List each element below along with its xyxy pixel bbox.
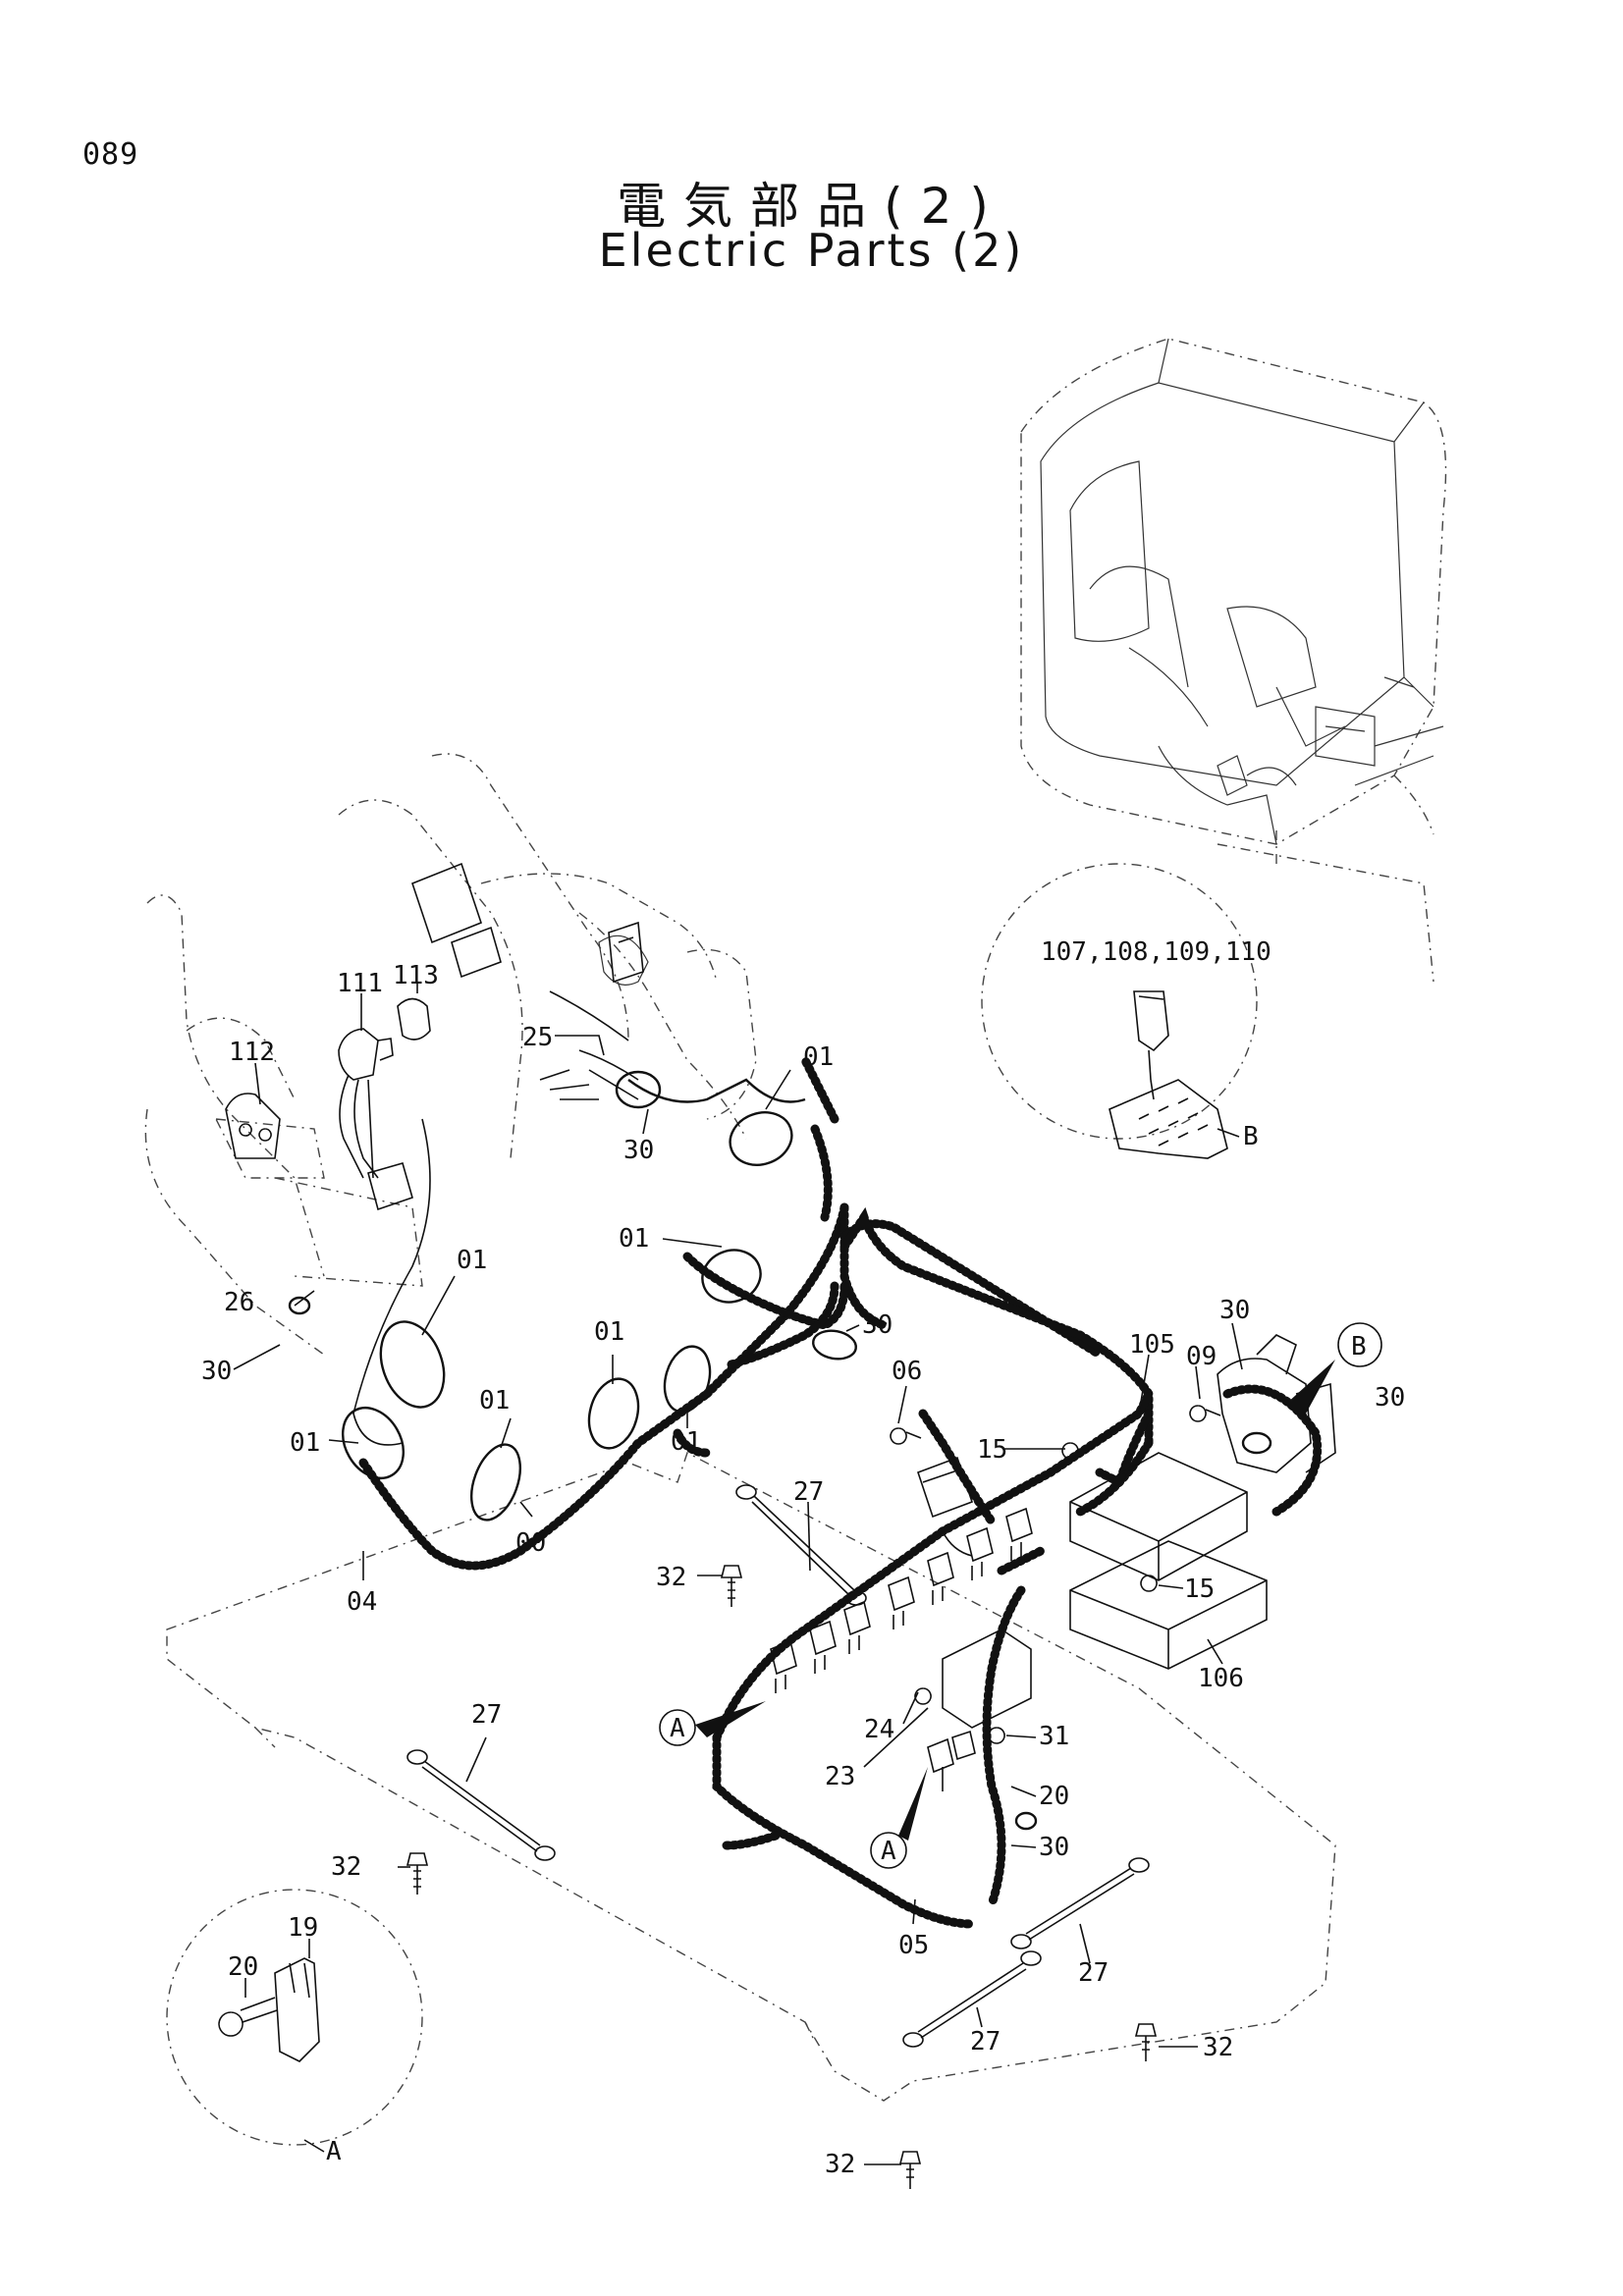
callout-27-a: 27 bbox=[793, 1477, 824, 1507]
callout-20-b: 20 bbox=[228, 1952, 258, 1982]
callout-32-b: 32 bbox=[331, 1852, 361, 1882]
floor-plate-outline bbox=[166, 1451, 1336, 2102]
callout-01-a: 01 bbox=[803, 1042, 834, 1072]
callout-113: 113 bbox=[393, 961, 439, 990]
callout-00: 00 bbox=[515, 1528, 546, 1558]
callout-30-d: 30 bbox=[1219, 1296, 1250, 1325]
ground-straps bbox=[406, 1484, 1150, 2048]
callout-01-d: 01 bbox=[594, 1317, 624, 1347]
callout-01-e: 01 bbox=[479, 1386, 510, 1415]
view-a-marker-2: A bbox=[881, 1837, 896, 1866]
callout-31: 31 bbox=[1039, 1722, 1069, 1751]
callout-32-d: 32 bbox=[825, 2150, 855, 2179]
callout-27-b: 27 bbox=[471, 1700, 502, 1730]
relay-row bbox=[770, 1507, 1033, 1791]
callout-106: 106 bbox=[1198, 1664, 1244, 1693]
callout-30-f: 30 bbox=[1039, 1833, 1069, 1862]
view-a-marker-1: A bbox=[670, 1714, 685, 1743]
detail-view-a bbox=[166, 1889, 423, 2146]
leader-lines bbox=[233, 984, 1243, 2165]
view-a-label: A bbox=[326, 2137, 342, 2166]
callout-112: 112 bbox=[229, 1038, 275, 1067]
callout-19: 19 bbox=[288, 1913, 318, 1943]
title-english: Electric Parts (2) bbox=[598, 224, 1025, 277]
callout-01-f: 01 bbox=[290, 1428, 320, 1458]
switch-components bbox=[225, 921, 644, 1211]
view-b-label: B bbox=[1243, 1122, 1259, 1151]
callout-32-c: 32 bbox=[1203, 2033, 1233, 2062]
page-number: 089 bbox=[82, 137, 139, 172]
callout-23: 23 bbox=[825, 1762, 855, 1791]
harness-clamps bbox=[288, 1070, 1272, 1831]
view-letters: A A B B A bbox=[303, 1122, 1367, 2166]
callout-20-a: 20 bbox=[1039, 1782, 1069, 1811]
callout-05: 05 bbox=[898, 1931, 929, 1960]
cab-overview bbox=[1020, 338, 1447, 983]
callout-30-a: 30 bbox=[623, 1136, 654, 1165]
callout-labels: 107,108,109,110 111 113 112 25 01 30 01 … bbox=[201, 937, 1405, 2179]
callout-25: 25 bbox=[522, 1023, 553, 1052]
callout-30-c: 30 bbox=[862, 1310, 893, 1340]
detail-view-b bbox=[981, 863, 1258, 1159]
callout-32-a: 32 bbox=[656, 1563, 686, 1592]
callout-26: 26 bbox=[224, 1288, 254, 1317]
callout-09: 09 bbox=[1186, 1342, 1217, 1371]
callout-27-c: 27 bbox=[1078, 1958, 1109, 1988]
title-japanese: 電気部品(2) bbox=[617, 178, 1006, 235]
callout-30-b: 30 bbox=[201, 1357, 232, 1386]
callout-01-b: 01 bbox=[619, 1224, 649, 1254]
callout-24: 24 bbox=[864, 1715, 894, 1744]
callout-06: 06 bbox=[892, 1357, 922, 1386]
bolts bbox=[406, 1405, 1221, 2189]
view-b-marker: B bbox=[1351, 1332, 1367, 1362]
callout-27-d: 27 bbox=[970, 2027, 1001, 2056]
callout-111: 111 bbox=[337, 969, 383, 998]
callout-15-a: 15 bbox=[977, 1435, 1007, 1465]
callout-107-110: 107,108,109,110 bbox=[1041, 937, 1271, 967]
callout-01-c: 01 bbox=[457, 1246, 487, 1275]
view-pointers bbox=[659, 1322, 1382, 1869]
controller-units bbox=[916, 1334, 1336, 1729]
callout-04: 04 bbox=[347, 1587, 377, 1617]
callout-105: 105 bbox=[1129, 1330, 1175, 1360]
console-outline bbox=[144, 753, 757, 1356]
callout-30-e: 30 bbox=[1375, 1383, 1405, 1413]
callout-01-g: 01 bbox=[671, 1427, 701, 1457]
callout-15-b: 15 bbox=[1184, 1575, 1215, 1604]
